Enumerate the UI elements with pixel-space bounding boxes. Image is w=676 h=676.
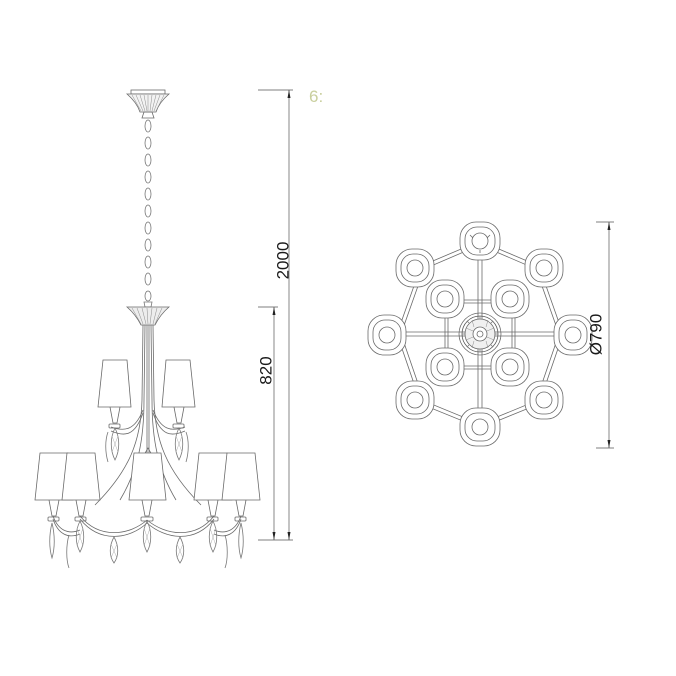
crystals [109, 536, 185, 564]
lamp-outer-top [459, 221, 501, 261]
body-height-label: 820 [256, 356, 276, 385]
corner-mark: 6: [309, 87, 324, 106]
total-height-label: 2000 [273, 241, 293, 280]
lamp-inner-bottom-left [425, 347, 465, 387]
side-view [34, 89, 261, 569]
lower-shade-2 [61, 452, 101, 569]
upper-shade-left [97, 359, 132, 463]
dimension-lines-side [258, 89, 293, 541]
diameter-label: Ø790 [586, 313, 606, 356]
lower-shade-center [128, 452, 167, 553]
lamp-inner-top-left [425, 279, 465, 319]
lamp-inner-top-right [490, 279, 530, 319]
central-stems [94, 324, 202, 506]
chain [143, 119, 153, 308]
lamp-outer-top-right [524, 248, 564, 288]
top-view [367, 221, 593, 447]
center-hub [458, 312, 502, 356]
lamp-outer-bottom-left [395, 380, 435, 420]
lamp-outer-bottom-right [524, 380, 564, 420]
dimension-line-diameter [596, 221, 614, 449]
lamp-outer-left [367, 314, 407, 356]
lower-shade-4 [193, 452, 233, 569]
lamp-outer-top-left [395, 248, 435, 288]
ceiling-canopy [125, 89, 171, 119]
upper-shade-right [161, 359, 196, 463]
lamp-outer-right [553, 314, 593, 356]
body-canopy [125, 306, 171, 326]
lamp-inner-bottom-right [490, 347, 530, 387]
lower-shade-5 [221, 452, 261, 560]
lamp-outer-bottom [459, 407, 501, 447]
